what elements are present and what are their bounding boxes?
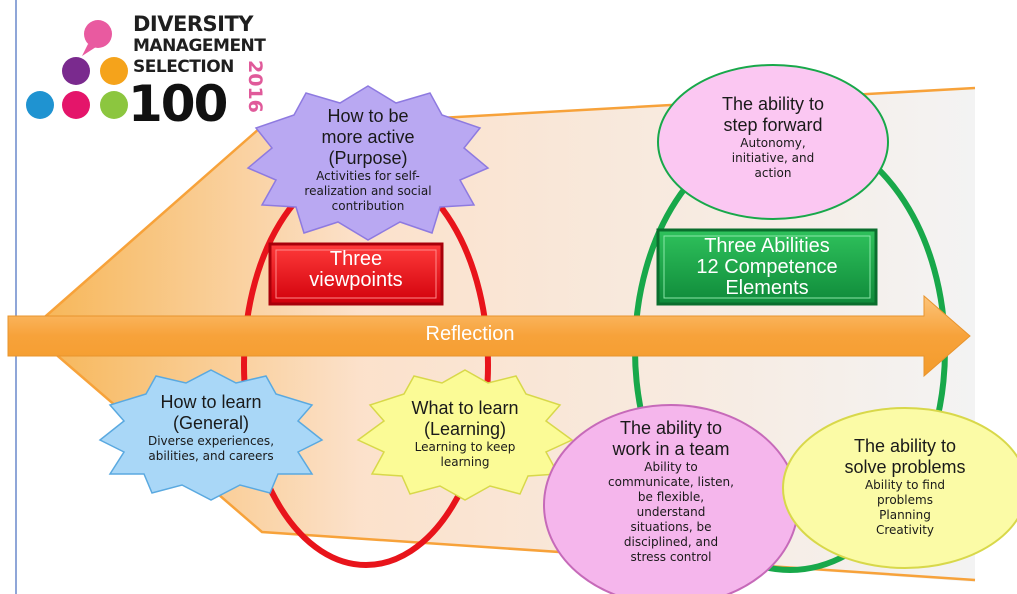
three-viewpoints-line2: viewpoints [309, 269, 403, 291]
step-forward-title-2: step forward [723, 115, 823, 135]
step-forward-title-1: The ability to [721, 94, 825, 114]
team-desc-7: stress control [630, 550, 712, 564]
purpose-desc-3: contribution [331, 199, 405, 213]
logo-year: 2016 [244, 60, 266, 113]
purpose-title-2: more active [321, 127, 415, 147]
three-abilities-badge [656, 228, 878, 306]
step-forward-ellipse [657, 64, 889, 220]
purpose-title-1: How to be [327, 106, 409, 126]
purpose-starburst [246, 85, 490, 241]
three-viewpoints-badge [268, 242, 444, 306]
reflection-label: Reflection [425, 323, 515, 345]
learning-title-1: What to learn [411, 398, 519, 418]
purpose-desc-2: realization and social [304, 184, 432, 198]
team-desc-6: disciplined, and [623, 535, 719, 549]
logo-diversity: DIVERSITY [133, 12, 253, 36]
step-forward-desc-1: Autonomy, [740, 136, 806, 150]
team-title-2: work in a team [612, 439, 730, 459]
general-starburst [98, 369, 324, 501]
purpose-title-3: (Purpose) [328, 148, 408, 168]
three-viewpoints-line1: Three [329, 248, 383, 270]
solve-problems-desc-1: Ability to find [864, 478, 946, 492]
team-desc-2: communicate, listen, [608, 475, 734, 489]
team-desc-5: situations, be [630, 520, 712, 534]
step-forward-desc-2: initiative, and [731, 151, 815, 165]
logo-dots [26, 20, 128, 119]
solve-problems-ellipse [782, 407, 1017, 569]
purpose-text: How to be more active (Purpose) Activiti… [278, 106, 458, 214]
team-desc-4: understand [636, 505, 706, 519]
solve-problems-text: The ability to solve problems Ability to… [810, 436, 1000, 538]
solve-problems-desc-4: Creativity [875, 523, 935, 537]
solve-problems-title-2: solve problems [844, 457, 966, 477]
general-text: How to learn (General) Diverse experienc… [126, 392, 296, 464]
three-viewpoints-label: Three viewpoints [274, 249, 438, 291]
solve-problems-title-1: The ability to [853, 436, 957, 456]
three-abilities-line3: Elements [725, 277, 809, 299]
reflection-arrow [7, 294, 971, 378]
logo-management: MANAGEMENT [133, 36, 266, 56]
learning-desc-2: learning [440, 455, 490, 469]
purpose-desc-1: Activities for self- [316, 169, 420, 183]
logo-number: 100 [128, 75, 228, 133]
learning-desc-1: Learning to keep [414, 440, 516, 454]
solve-problems-desc-2: problems [877, 493, 933, 507]
three-abilities-label: Three Abilities 12 Competence Elements [660, 236, 874, 299]
three-abilities-line2: 12 Competence [696, 256, 838, 278]
team-desc-1: Ability to [644, 460, 698, 474]
learning-text: What to learn (Learning) Learning to kee… [382, 398, 548, 470]
three-abilities-line1: Three Abilities [704, 235, 830, 257]
logo-selection: SELECTION [133, 57, 234, 77]
general-desc-1: Diverse experiences, [147, 434, 275, 448]
team-desc-3: be flexible, [637, 490, 705, 504]
learning-title-2: (Learning) [423, 419, 507, 439]
step-forward-desc-3: action [754, 166, 792, 180]
step-forward-text: The ability to step forward Autonomy, in… [683, 94, 863, 181]
general-title-1: How to learn [160, 392, 262, 412]
learning-starburst [356, 369, 574, 501]
general-desc-2: abilities, and careers [148, 449, 274, 463]
general-title-2: (General) [172, 413, 250, 433]
solve-problems-desc-3: Planning [879, 508, 931, 522]
team-text: The ability to work in a team Ability to… [576, 418, 766, 565]
team-title-1: The ability to [619, 418, 723, 438]
